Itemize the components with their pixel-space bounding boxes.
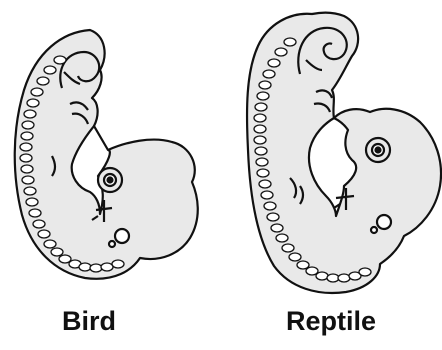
bird-embryo	[15, 30, 198, 279]
reptile-label: Reptile	[286, 306, 376, 337]
bird-ear-vesicle	[115, 229, 129, 243]
reptile-eye-pupil	[376, 148, 381, 153]
reptile-embryo	[247, 13, 441, 293]
reptile-ear-dot	[371, 227, 377, 233]
bird-eye-pupil	[108, 178, 113, 183]
reptile-ear-vesicle	[377, 215, 391, 229]
bird-label: Bird	[62, 306, 116, 337]
bird-ear-dot	[109, 241, 115, 247]
